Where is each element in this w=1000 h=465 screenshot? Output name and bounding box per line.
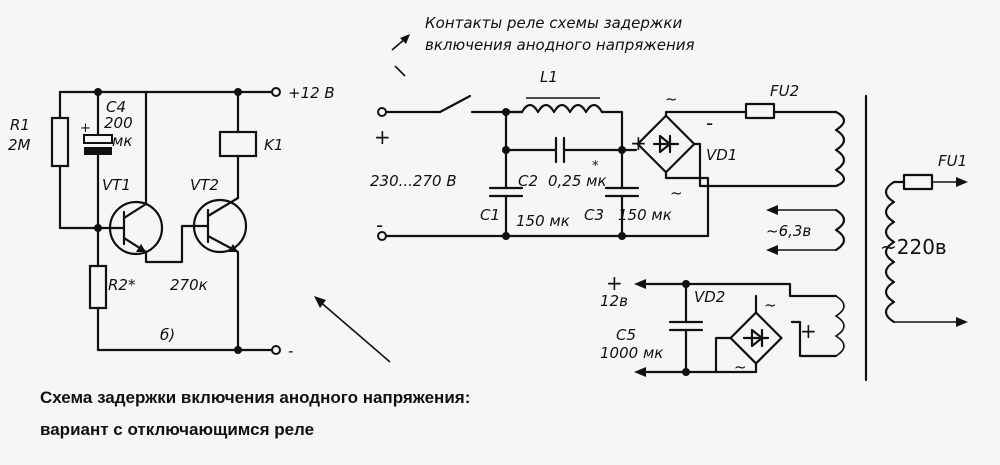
primary-winding <box>884 180 896 324</box>
vd1-minus: - <box>706 111 713 135</box>
fu2-fuse <box>744 102 776 120</box>
input-voltage: 230...270 В <box>370 172 457 190</box>
c5-capacitor <box>668 320 704 332</box>
c4-capacitor <box>84 147 112 155</box>
c1-value: 150 мк <box>516 212 570 230</box>
vd2-label: VD2 <box>694 288 725 306</box>
vd1-ac-bottom: ~ <box>670 184 683 202</box>
input-minus: - <box>376 213 383 237</box>
l1-inductor <box>520 103 604 114</box>
c4-unit: мк <box>112 132 132 150</box>
note-line-2: включения анодного напряжения <box>425 36 695 54</box>
vt2-transistor <box>192 196 248 352</box>
r1-resistor <box>50 116 70 168</box>
vt1-transistor <box>96 196 164 258</box>
c3-label: C3 <box>584 206 604 224</box>
filament-winding <box>834 208 846 252</box>
svg-text:+: + <box>80 121 91 136</box>
k1-label: K1 <box>264 136 283 154</box>
vd1-bridge <box>636 110 748 180</box>
fu2-label: FU2 <box>770 82 799 100</box>
c4-value: 200 <box>104 114 133 132</box>
low-voltage-winding <box>834 295 845 357</box>
l1-label: L1 <box>540 68 558 86</box>
vd1-plus: + <box>630 131 647 155</box>
c2-value: 0,25 мк <box>548 172 607 190</box>
relay-contact <box>438 94 472 114</box>
r1-label: R1 <box>10 116 30 134</box>
anode-winding <box>834 110 846 188</box>
c3-capacitor <box>604 186 640 198</box>
r1-value: 2M <box>8 136 31 154</box>
c1-label: C1 <box>480 206 500 224</box>
vd2-plus: + <box>800 319 817 343</box>
note-line-1: Контакты реле схемы задержки <box>425 14 682 32</box>
c3-value: 150 мк <box>618 206 672 224</box>
plus-12v-label: +12 В <box>288 84 335 102</box>
anode-supply: L1 + - 230...270 В C1 C2 0,25 мк * C3 15… <box>370 68 968 382</box>
c2-star: * <box>592 159 599 174</box>
subfigure-label: б) <box>160 326 175 344</box>
delay-circuit: + R1 2M C4 <box>8 84 335 360</box>
caption-line-1: Схема задержки включения анодного напряж… <box>40 388 471 407</box>
pointer-arrows <box>314 34 410 363</box>
fu1-label: FU1 <box>938 152 967 170</box>
c2-capacitor <box>554 136 566 164</box>
mains-voltage: ~220в <box>880 235 947 259</box>
vt2-label: VT2 <box>190 176 219 194</box>
c2-label: C2 <box>518 172 538 190</box>
c4-label: C4 <box>106 98 126 116</box>
filament-voltage: ~6,3в <box>766 222 811 240</box>
k1-relay <box>218 130 258 158</box>
vd2-ac-top: ~ <box>764 296 777 314</box>
vd1-label: VD1 <box>706 146 737 164</box>
vd2-bridge <box>729 311 783 365</box>
fu1-fuse <box>902 173 934 191</box>
vd1-ac-top: ~ <box>665 90 678 108</box>
output-voltage: 12в <box>600 292 628 310</box>
c5-value: 1000 мк <box>600 344 663 362</box>
caption-line-2: вариант с отключающимся реле <box>40 420 315 439</box>
r2-value: 270к <box>170 276 208 294</box>
output-plus: + <box>606 271 623 295</box>
c5-label: C5 <box>616 326 636 344</box>
minus-label: - <box>288 342 293 360</box>
r2-label: R2* <box>108 276 136 294</box>
vd2-ac-bottom: ~ <box>734 358 747 376</box>
input-plus: + <box>374 125 391 149</box>
r2-resistor <box>88 264 108 310</box>
vt1-label: VT1 <box>102 176 131 194</box>
